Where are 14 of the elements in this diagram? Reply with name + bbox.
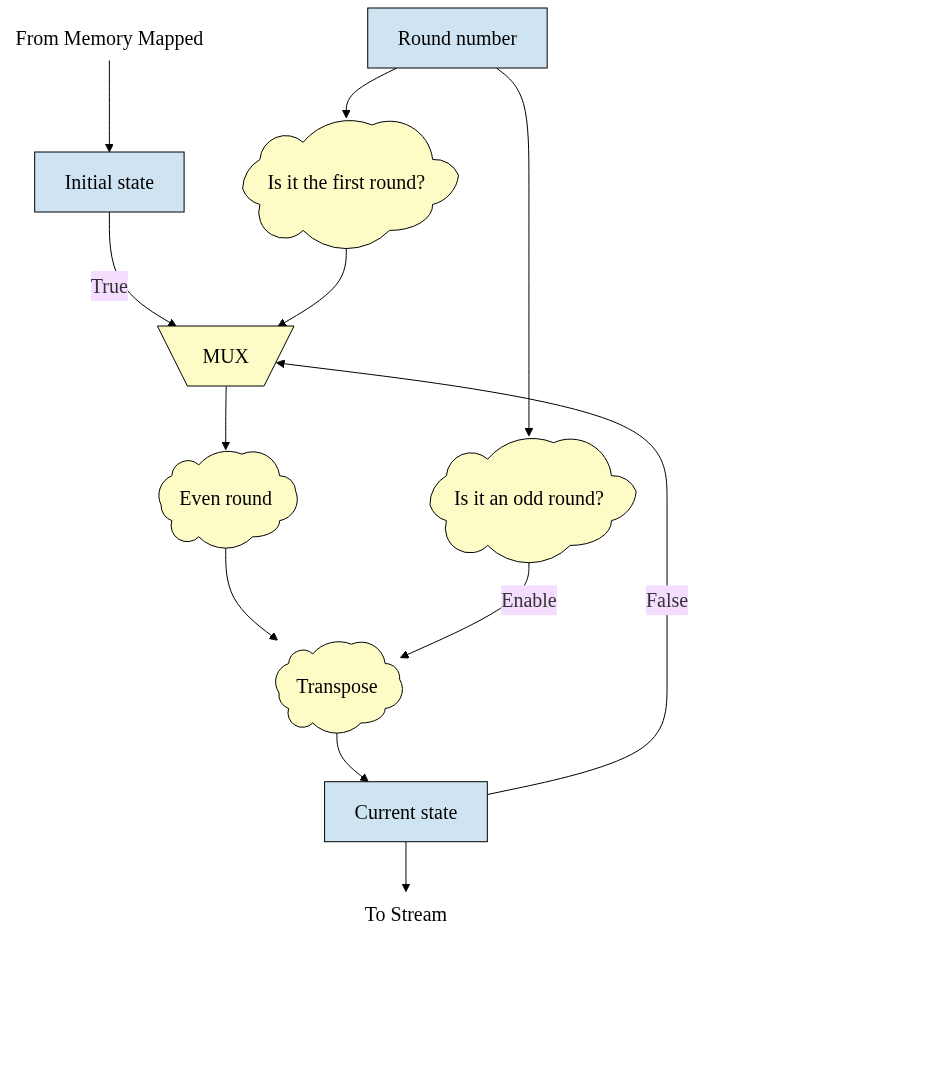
edge-label: False (645, 589, 689, 612)
node-text: From Memory Mapped (15, 27, 204, 49)
arrow (336, 731, 369, 783)
arrow (401, 841, 411, 893)
node-box: Current state (324, 781, 488, 843)
node-box: Initial state (34, 151, 185, 213)
node-text: To Stream (364, 903, 448, 926)
arrow (105, 60, 114, 153)
arrow (495, 67, 534, 437)
edge-label: True (90, 275, 128, 298)
arrow (276, 359, 668, 796)
edge-label: Enable (501, 589, 557, 612)
arrow (221, 386, 231, 451)
node-box: Round number (367, 7, 548, 69)
